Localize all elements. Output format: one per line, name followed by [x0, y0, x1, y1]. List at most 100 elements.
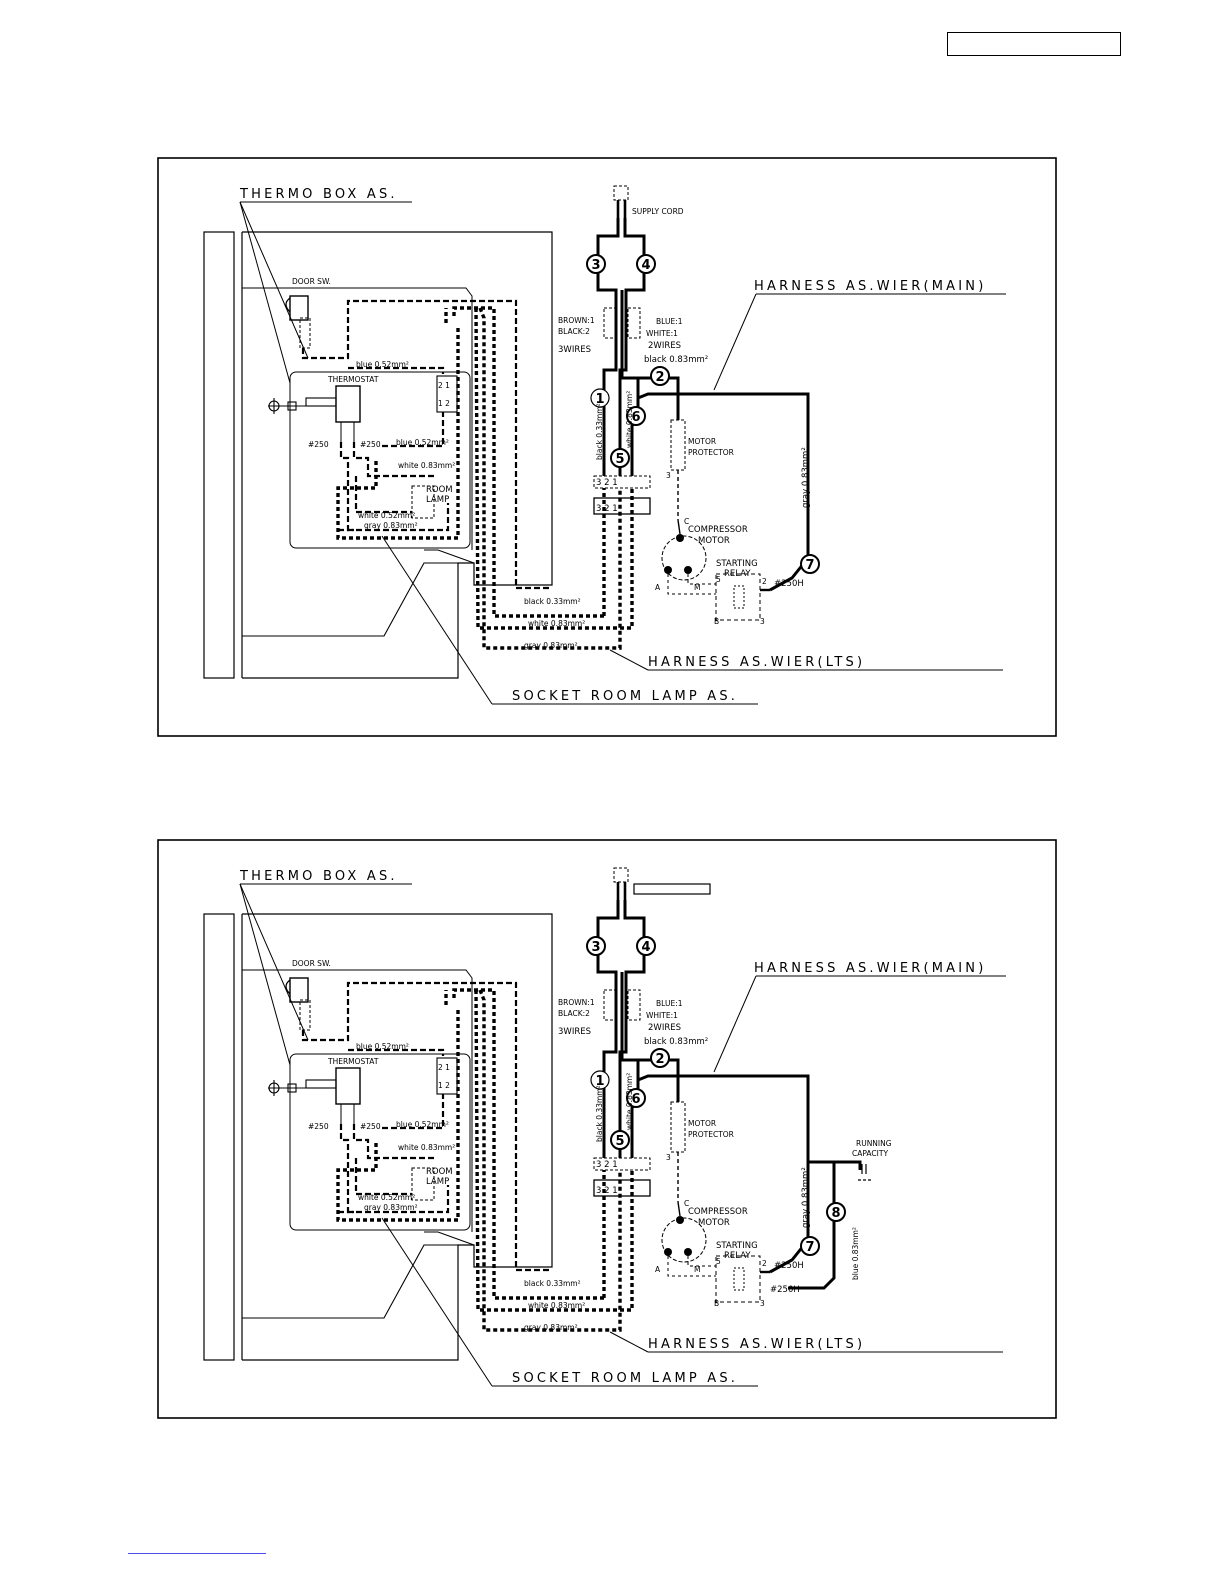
white-1-label: WHITE:1 — [646, 329, 678, 338]
relay-terminal-3: 3 — [760, 1299, 765, 1308]
black-2-label: BLACK:2 — [558, 1009, 590, 1018]
blue-1-label: BLUE:1 — [656, 999, 683, 1008]
callout-5: 5 — [615, 1134, 624, 1149]
terminal-c: C — [684, 1199, 689, 1208]
connector-pins-top: 3 2 1 — [596, 1160, 618, 1170]
black-033-horizontal-label: black 0.33mm² — [524, 1279, 581, 1288]
starting-relay-label-1: STARTING — [716, 559, 758, 569]
thermo-box-label: THERMO BOX AS. — [239, 869, 398, 884]
callout-7: 7 — [805, 558, 814, 573]
compressor-label-1: COMPRESSOR — [688, 1207, 748, 1217]
terminal-a: A — [655, 1265, 661, 1274]
two-wires-label: 2WIRES — [648, 341, 681, 351]
harness-lts-label: HARNESS AS.WIER(LTS) — [648, 1337, 865, 1352]
terminal-c: C — [684, 517, 689, 526]
callout-4: 4 — [641, 940, 650, 955]
room-lamp-label-1: ROOM — [426, 1167, 453, 1177]
black-083-label: black 0.83mm² — [644, 355, 708, 365]
gray-083-vertical-label: gray 0.83mm² — [801, 1167, 811, 1228]
terminal-250-b: #250 — [360, 1122, 381, 1131]
terminal-250-b: #250 — [360, 440, 381, 449]
white-083-horizontal-label: white 0.83mm² — [528, 1301, 585, 1310]
supply-cord-label: SUPPLY CORD — [632, 207, 684, 216]
callout-1: 1 — [595, 392, 604, 407]
motor-protector-label-2: PROTECTOR — [688, 448, 734, 457]
callout-2: 2 — [655, 1052, 664, 1067]
running-capacitor-wiring — [788, 1160, 862, 1290]
relay-terminal-b: B — [714, 617, 719, 626]
black-033-vertical-label: black 0.33mm² — [595, 403, 604, 460]
white-052-label: white 0.52mm² — [358, 1193, 415, 1202]
black-083-label: black 0.83mm² — [644, 1037, 708, 1047]
motor-protector-label-1: MOTOR — [688, 437, 716, 446]
compressor-label-2: MOTOR — [698, 1218, 730, 1228]
blue-wire-label-2: blue 0.52mm² — [396, 1120, 449, 1129]
black-033-horizontal-label: black 0.33mm² — [524, 597, 581, 606]
callout-circles-top: 3 4 2 1 6 5 7 — [586, 254, 820, 574]
terminal-250h: #250H — [774, 1261, 804, 1271]
connector-pins-bottom: 3 2 1 — [596, 1186, 618, 1196]
white-083-vertical-label: white 0.83mm² — [625, 391, 634, 448]
blue-083-vertical-label: blue 0.83mm² — [851, 1227, 860, 1280]
relay-terminal-2: 2 — [762, 1259, 767, 1268]
blank-cord-label-box — [633, 883, 711, 895]
pin-label-top: 2 1 — [438, 1063, 450, 1072]
connector-pins-top: 3 2 1 — [596, 478, 618, 488]
callout-7: 7 — [805, 1240, 814, 1255]
terminal-m: M — [694, 1265, 700, 1274]
blue-wire-label-1: blue 0.52mm² — [356, 360, 409, 369]
callout-3: 3 — [591, 258, 600, 273]
labels-bottom: THERMO BOX AS. DOOR SW. THERMOSTAT blue … — [239, 869, 983, 1386]
relay-terminal-5: 5 — [716, 1257, 721, 1266]
gray-083-label: gray 0.83mm² — [364, 521, 418, 530]
blue-1-label: BLUE:1 — [656, 317, 683, 326]
motor-protector-label-1: MOTOR — [688, 1119, 716, 1128]
room-lamp-label-1: ROOM — [426, 485, 453, 495]
blue-wire-label-1: blue 0.52mm² — [356, 1042, 409, 1051]
socket-room-lamp-label: SOCKET ROOM LAMP AS. — [512, 689, 738, 704]
thermostat-label: THERMOSTAT — [327, 1057, 379, 1066]
room-lamp-label-2: LAMP — [426, 495, 449, 505]
door-switch-label: DOOR SW. — [292, 959, 331, 968]
black-033-vertical-label: black 0.33mm² — [595, 1085, 604, 1142]
relay-terminal-b: B — [714, 1299, 719, 1308]
terminal-250h: #250H — [774, 579, 804, 589]
compressor-label-1: COMPRESSOR — [688, 525, 748, 535]
gray-083-horizontal-label: gray 0.83mm² — [524, 641, 578, 650]
starting-relay-label-1: STARTING — [716, 1241, 758, 1251]
callout-circles-bottom: 3 4 2 1 6 5 7 8 — [586, 936, 846, 1256]
two-wires-label: 2WIRES — [648, 1023, 681, 1033]
header-blank-box — [947, 32, 1121, 56]
callout-3: 3 — [591, 940, 600, 955]
thermostat-label: THERMOSTAT — [327, 375, 379, 384]
callout-8: 8 — [831, 1206, 840, 1221]
harness-lts-label: HARNESS AS.WIER(LTS) — [648, 655, 865, 670]
white-052-label: white 0.52mm² — [358, 511, 415, 520]
white-083-label: white 0.83mm² — [398, 1143, 455, 1152]
callout-6: 6 — [631, 1092, 640, 1107]
terminal-m: M — [694, 583, 700, 592]
gray-083-horizontal-label: gray 0.83mm² — [524, 1323, 578, 1332]
terminal-250h-2: #250H — [770, 1285, 800, 1295]
protector-terminal-3: 3 — [666, 1153, 671, 1162]
socket-room-lamp-label: SOCKET ROOM LAMP AS. — [512, 1371, 738, 1386]
gray-083-vertical-label: gray 0.83mm² — [801, 447, 811, 508]
terminal-a: A — [655, 583, 661, 592]
harness-main-label: HARNESS AS.WIER(MAIN) — [754, 279, 987, 294]
door-switch-label: DOOR SW. — [292, 277, 331, 286]
diagram-top: 3 4 2 1 6 5 7 THERMO BOX AS. DOOR SW. TH… — [156, 156, 1058, 738]
callout-1: 1 — [595, 1074, 604, 1089]
gray-083-label: gray 0.83mm² — [364, 1203, 418, 1212]
white-083-vertical-label: white 0.83mm² — [625, 1073, 634, 1130]
blue-wire-label-2: blue 0.52mm² — [396, 438, 449, 447]
callout-2: 2 — [655, 370, 664, 385]
compressor-label-2: MOTOR — [698, 536, 730, 546]
relay-terminal-2: 2 — [762, 577, 767, 586]
pin-label-top: 2 1 — [438, 381, 450, 390]
white-083-label: white 0.83mm² — [398, 461, 455, 470]
relay-terminal-5: 5 — [716, 575, 721, 584]
callout-4: 4 — [641, 258, 650, 273]
starting-relay-label-2: RELAY — [724, 1251, 751, 1261]
callout-6: 6 — [631, 410, 640, 425]
